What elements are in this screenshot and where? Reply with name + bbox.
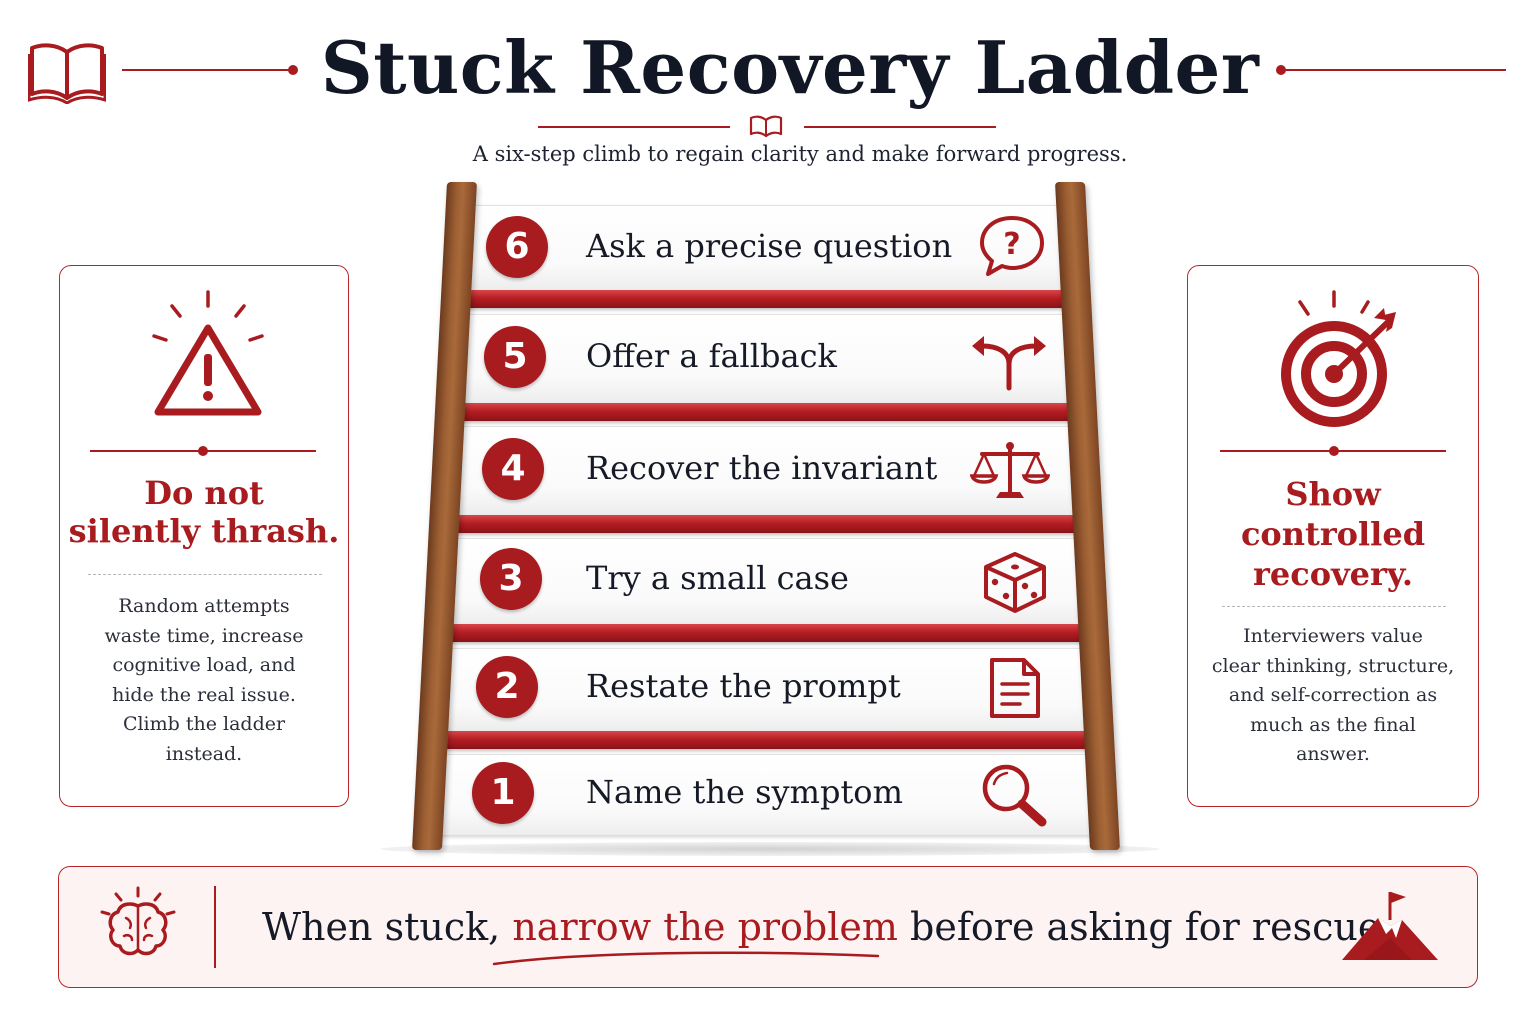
left-card-divider-dot (198, 446, 208, 456)
svg-text:?: ? (1003, 227, 1020, 262)
ladder-rung-2 (446, 403, 1088, 421)
bottom-banner (58, 866, 1478, 988)
ladder-step-1 (432, 754, 1104, 835)
left-card-body: Random attempts waste time, increase cog… (104, 595, 304, 765)
split-arrow-icon (968, 330, 1050, 392)
ladder-rung-5 (428, 731, 1106, 749)
step-4-label: Recover the invariant (586, 449, 938, 487)
banner-divider (214, 886, 216, 968)
ladder-rung-4 (434, 624, 1100, 642)
header-rule-left (122, 69, 290, 71)
ladder-step-6 (462, 205, 1074, 290)
banner-quote-highlight: narrow the problem (512, 905, 898, 949)
step-6-number: 6 (486, 216, 548, 278)
document-icon (986, 656, 1044, 720)
warning-icon (148, 288, 268, 428)
left-card-dashed-divider (88, 574, 322, 575)
right-card-dashed-divider (1222, 606, 1446, 607)
right-card-divider-dot (1329, 446, 1339, 456)
left-card-heading: Do not silently thrash. (68, 474, 340, 551)
step-2-number: 2 (476, 656, 538, 718)
header-rule-left-dot (288, 65, 298, 75)
ladder-rung-3 (440, 515, 1094, 533)
step-4-number: 4 (482, 438, 544, 500)
warning-card: Do not silently thrash. Random attempts … (59, 265, 349, 807)
mountain-flag-icon (1340, 886, 1440, 966)
target-card: Show controlled recovery. Interviewers v… (1187, 265, 1479, 807)
ladder-shadow (380, 842, 1160, 856)
right-card-heading: Show controlled recovery. (1240, 475, 1426, 593)
ladder-rung-1 (452, 290, 1082, 308)
question-bubble-icon: ? (978, 214, 1048, 278)
open-book-icon (27, 40, 107, 108)
header-rule-right (1284, 69, 1506, 71)
step-1-number: 1 (472, 762, 534, 824)
step-3-number: 3 (480, 548, 542, 610)
title-underline-right (804, 126, 996, 128)
banner-quote-before: When stuck, (262, 905, 501, 949)
magnifier-icon (980, 762, 1052, 828)
scales-icon (970, 438, 1050, 502)
ladder-step-5 (456, 314, 1080, 403)
header-rule-right-dot (1276, 65, 1286, 75)
page-subtitle: A six-step climb to regain clarity and m… (472, 142, 1128, 166)
step-3-label: Try a small case (586, 559, 849, 597)
page-title: Stuck Recovery Ladder (320, 25, 1260, 110)
step-1-label: Name the symptom (586, 773, 903, 811)
ladder-step-4 (450, 426, 1086, 515)
dice-icon (982, 550, 1048, 614)
right-card-body: Interviewers value clear thinking, struc… (1211, 625, 1455, 765)
banner-quote: When stuck, narrow the problem before as… (262, 902, 1392, 952)
highlight-underline-swoosh (490, 948, 882, 972)
ladder-step-2 (438, 648, 1098, 731)
banner-quote-after: before asking for rescue. (910, 905, 1393, 949)
step-5-label: Offer a fallback (586, 337, 837, 375)
title-underline-left (538, 126, 730, 128)
brain-icon (98, 886, 178, 970)
step-6-label: Ask a precise question (586, 227, 953, 265)
step-5-number: 5 (484, 326, 546, 388)
small-book-icon (748, 114, 784, 142)
target-icon (1276, 288, 1406, 432)
step-2-label: Restate the prompt (586, 667, 901, 705)
